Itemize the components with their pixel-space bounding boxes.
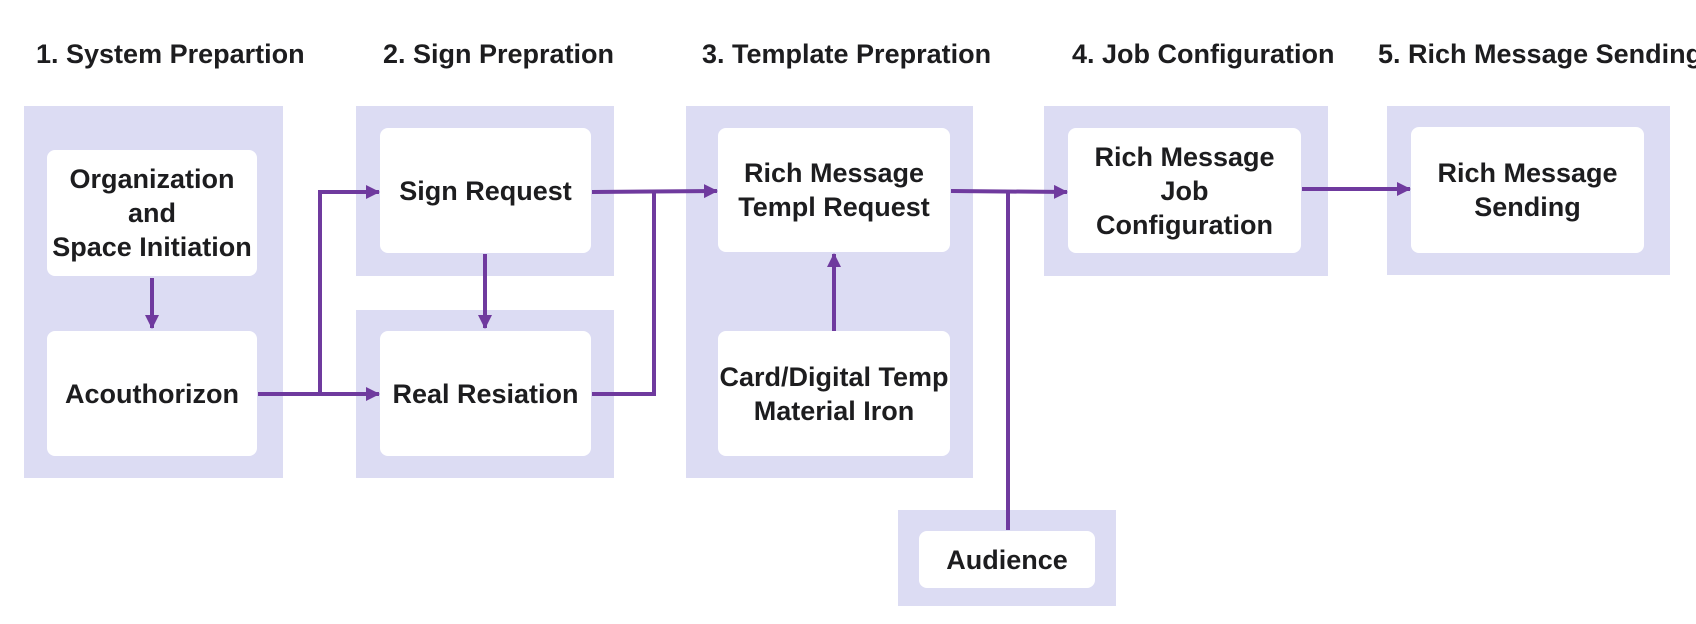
org-init-line1: Organization and (69, 164, 235, 228)
stage-2-title: 2. Sign Prepration (383, 39, 615, 69)
sign-request-node: Sign Request (380, 128, 591, 253)
stage-1-title: 1. System Prepartion (36, 39, 305, 69)
job-config-line1: Rich Message Job (1094, 141, 1275, 206)
stage-5-title: 5. Rich Message Sending (1378, 39, 1696, 69)
audience-label: Audience (946, 544, 1068, 575)
real-resiation-label: Real Resiation (392, 378, 579, 409)
authorization-node: Acouthorizon (47, 331, 257, 456)
card-material-line1: Card/Digital Temp (719, 361, 949, 392)
org-init-node: Organization and Space Initiation (47, 150, 257, 276)
sending-line2: Sending (1474, 192, 1581, 222)
sending-line1: Rich Message (1437, 158, 1618, 188)
templ-request-line2: Templ Request (738, 192, 930, 222)
job-config-node: Rich Message Job Configuration (1068, 128, 1301, 253)
templ-request-line1: Rich Message (743, 158, 925, 188)
audience-node: Audience (919, 531, 1095, 588)
stage-3-title: 3. Template Prepration (702, 39, 992, 69)
org-init-line2: Space Initiation (52, 232, 252, 262)
sending-node: Rich Message Sending (1411, 127, 1644, 253)
job-config-line2: Configuration (1096, 209, 1273, 240)
sign-request-label: Sign Request (399, 175, 572, 206)
templ-request-node: Rich Message Templ Request (718, 128, 950, 252)
stage-4-title: 4. Job Configuration (1072, 39, 1335, 69)
card-material-node: Card/Digital Temp Material Iron (718, 331, 950, 456)
card-material-line2: Material Iron (753, 395, 915, 426)
real-resiation-node: Real Resiation (380, 331, 591, 456)
authorization-label: Acouthorizon (65, 378, 239, 409)
